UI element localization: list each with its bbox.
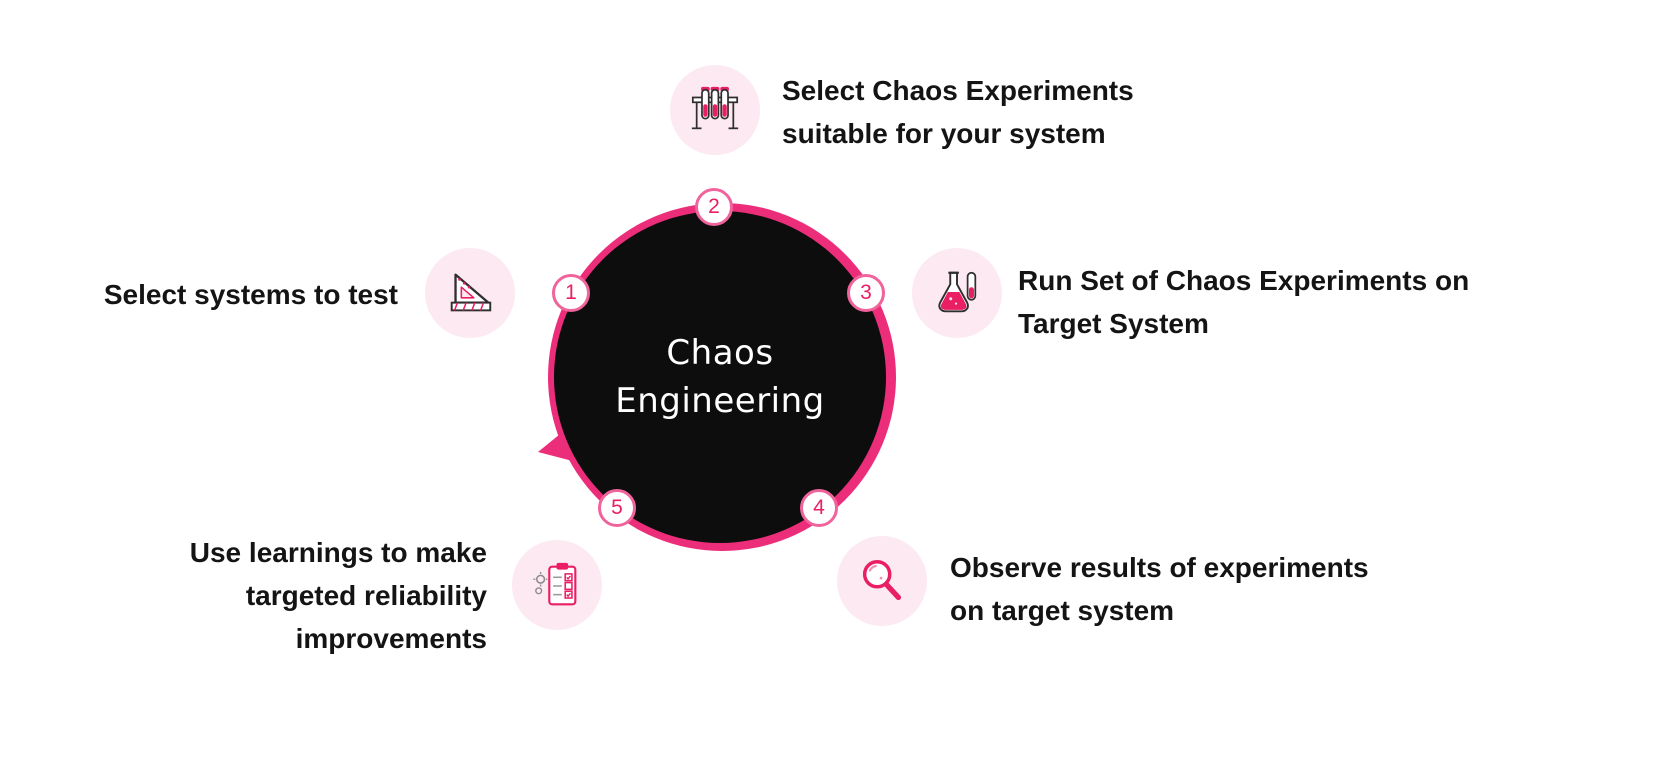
diagram-title: Chaos Engineering: [615, 329, 825, 425]
step-badge-1: 1: [552, 274, 590, 312]
step-number: 1: [565, 281, 577, 304]
clipboard-checklist-icon: [533, 562, 577, 606]
step-badge-4: 4: [800, 489, 838, 527]
step-number: 4: [813, 496, 825, 519]
set-square-icon: [450, 273, 492, 312]
step-2-label: Select Chaos Experiments suitable for yo…: [782, 75, 1134, 149]
flask-icon: [938, 271, 977, 313]
step-badge-3: 3: [847, 274, 885, 312]
title-line-2: Engineering: [615, 381, 825, 421]
step-1-icon-circle: [425, 248, 515, 338]
center-circle: Chaos Engineering: [554, 211, 886, 543]
step-3-label: Run Set of Chaos Experiments on Target S…: [1018, 265, 1470, 339]
step-5-icon-circle: [512, 540, 602, 630]
step-number: 2: [708, 195, 720, 218]
step-badge-2: 2: [695, 188, 733, 226]
test-tube-rack-icon: [691, 86, 739, 130]
magnifying-glass-icon: [862, 559, 902, 601]
step-number: 3: [860, 281, 872, 304]
step-3-icon-circle: [912, 248, 1002, 338]
step-1-label: Select systems to test: [103, 279, 398, 310]
step-number: 5: [611, 496, 623, 519]
step-4-icon-circle: [837, 536, 927, 626]
step-5-label: Use learnings to make targeted reliabili…: [189, 537, 487, 654]
step-badge-5: 5: [598, 489, 636, 527]
step-2-icon-circle: [670, 65, 760, 155]
step-4-label: Observe results of experiments on target…: [950, 552, 1369, 626]
title-line-1: Chaos: [666, 333, 774, 373]
